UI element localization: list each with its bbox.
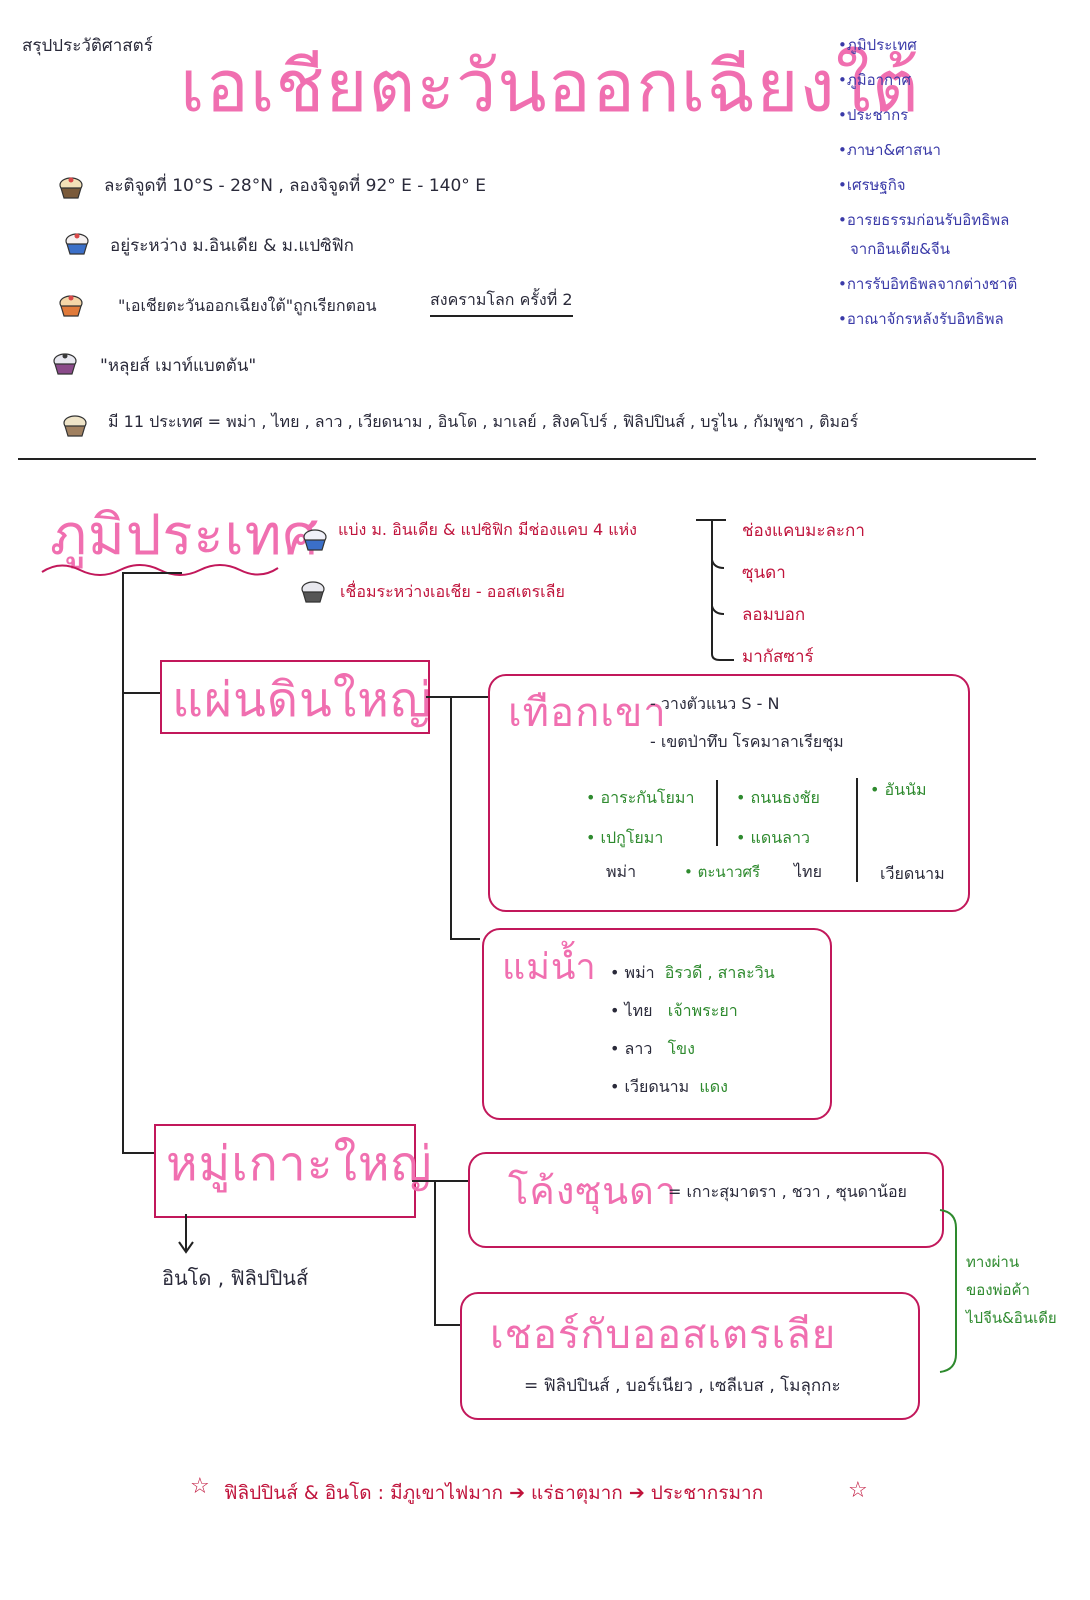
cupcake-icon xyxy=(65,233,89,255)
connector xyxy=(434,1180,436,1326)
footer-summary: ฟิลิปปินส์ & อินโด : มีภูเขาไฟมาก ➔ แร่ธ… xyxy=(224,1482,764,1504)
connector xyxy=(412,1180,468,1182)
mountain-item: • แดนลาว xyxy=(736,828,810,847)
cupcake-icon xyxy=(301,581,325,603)
cupcake-icon xyxy=(63,415,87,437)
mountains-group-burma: • อาระกันโยมา • เปกูโยมา xyxy=(586,778,694,858)
mountains-group-viet: • อันนัม xyxy=(870,778,927,803)
topics-list: •ภูมิประเทศ •ภูมิอากาศ •ประชากร •ภาษา&ศา… xyxy=(838,28,1078,337)
islands-box xyxy=(154,1124,416,1218)
mountain-item: • ถนนธงชัย xyxy=(736,788,820,807)
topic-item: •ภูมิอากาศ xyxy=(838,71,912,89)
side-note-line: ไปจีน&อินเดีย xyxy=(966,1309,1057,1327)
sunda-title: โค้งซุนดา xyxy=(508,1169,678,1213)
fact-between-oceans: อยู่ระหว่าง ม.อินเดีย & ม.แปซิฟิก xyxy=(110,236,354,256)
mountains-label-burma: พม่า xyxy=(606,862,637,881)
fact-countries: มี 11 ประเทศ = พม่า , ไทย , ลาว , เวียดน… xyxy=(108,412,859,431)
rivers-title: แม่น้ำ xyxy=(502,947,597,988)
mountains-line2: - เขตป่าทึบ โรคมาลาเรียชุม xyxy=(650,732,844,751)
topic-item: •ประชากร xyxy=(838,106,909,124)
river-name: อิรวดี , สาละวิน xyxy=(664,963,775,982)
fact-named-during: "เอเชียตะวันออกเฉียงใต้"ถูกเรียกตอน xyxy=(118,296,377,315)
mountains-label-thai: ไทย xyxy=(794,862,822,881)
wavy-underline xyxy=(41,564,279,576)
mainland-title: แผ่นดินใหญ่ xyxy=(172,672,432,728)
side-note: ทางผ่าน ของพ่อค้า ไปจีน&อินเดีย xyxy=(966,1248,1057,1332)
rivers-list: • พม่า อิรวดี , สาละวิน • ไทย เจ้าพระยา … xyxy=(610,954,775,1106)
connector xyxy=(122,692,160,694)
river-row: • ลาว โขง xyxy=(610,1030,775,1068)
topic-item: •ภูมิประเทศ xyxy=(838,36,917,54)
mountains-box xyxy=(488,674,970,912)
divider xyxy=(716,780,718,846)
river-name: เจ้าพระยา xyxy=(667,1001,738,1020)
connector xyxy=(434,1324,460,1326)
connector xyxy=(122,1152,154,1154)
cupcake-icon xyxy=(53,353,77,375)
fact-latitude: ละติจูดที่ 10°S - 28°N , ลองจิจูดที่ 92°… xyxy=(104,176,486,196)
islands-title: หมู่เกาะใหญ่ xyxy=(166,1136,433,1192)
strait-item: ลอมบอก xyxy=(742,605,806,625)
river-country: • ลาว xyxy=(610,1039,653,1058)
topic-item: •ภาษา&ศาสนา xyxy=(838,141,941,159)
sunda-box xyxy=(468,1152,944,1248)
mountains-title: เทือกเขา xyxy=(508,690,667,736)
strait-item: ซุนดา xyxy=(742,563,786,583)
mountains-label-viet: เวียดนาม xyxy=(880,864,945,883)
topic-item: •อาณาจักรหลังรับอิทธิพล xyxy=(838,310,1004,328)
subject-label: สรุปประวัติศาสตร์ xyxy=(22,36,153,56)
islands-arrow-note: อินโด , ฟิลิปปินส์ xyxy=(162,1266,309,1290)
mountains-label-mid: • ตะนาวศรี xyxy=(684,863,761,881)
cupcake-icon xyxy=(303,529,327,551)
river-country: • พม่า xyxy=(610,963,655,982)
australia-text: = ฟิลิปปินส์ , บอร์เนียว , เซลีเบส , โมล… xyxy=(524,1376,841,1396)
australia-title: เชอร์กับออสเตรเลีย xyxy=(490,1312,837,1358)
mountains-line1: - วางตัวแนว S - N xyxy=(650,694,780,713)
star-icon: ☆ xyxy=(190,1474,210,1499)
cupcake-icon xyxy=(59,295,83,317)
australia-box xyxy=(460,1292,920,1420)
topic-item: •การรับอิทธิพลจากต่างชาติ xyxy=(838,275,1018,293)
mountain-item: • อาระกันโยมา xyxy=(586,788,695,807)
river-name: โขง xyxy=(667,1039,695,1058)
strait-item: ช่องแคบมะละกา xyxy=(742,521,865,541)
strait-bracket xyxy=(696,519,734,661)
connector xyxy=(426,696,488,698)
side-note-line: ทางผ่าน xyxy=(966,1253,1020,1271)
side-note-line: ของพ่อค้า xyxy=(966,1281,1030,1299)
river-country: • ไทย xyxy=(610,1001,653,1020)
river-row: • เวียดนาม แดง xyxy=(610,1068,775,1106)
geography-note-straits: แบ่ง ม. อินเดีย & แปซิฟิก มีช่องแคบ 4 แห… xyxy=(338,520,637,539)
topic-item: •เศรษฐกิจ xyxy=(838,176,906,194)
connector xyxy=(450,938,480,940)
connector xyxy=(122,572,124,1154)
geography-title: ภูมิประเทศ xyxy=(50,503,320,568)
fact-person: "หลุยส์ เมาท์แบตตัน" xyxy=(100,356,257,376)
fact-ww2: สงครามโลก ครั้งที่ 2 xyxy=(430,288,573,317)
cupcake-icon xyxy=(59,177,83,199)
divider xyxy=(856,778,858,882)
strait-list: ช่องแคบมะละกา ซุนดา ลอมบอก มากัสซาร์ xyxy=(742,510,865,678)
divider xyxy=(18,458,1036,460)
strait-item: มากัสซาร์ xyxy=(742,647,814,667)
green-bracket xyxy=(939,1209,957,1373)
topic-item: •อารยธรรมก่อนรับอิทธิพล xyxy=(838,211,1010,229)
mountain-item: • อันนัม xyxy=(870,780,927,799)
sunda-text: = เกาะสุมาตรา , ชวา , ซุนดาน้อย xyxy=(668,1182,907,1201)
mountain-item: • เปกูโยมา xyxy=(586,828,664,847)
star-icon: ☆ xyxy=(848,1478,868,1503)
topic-item: จากอินเดีย&จีน xyxy=(850,240,950,258)
river-row: • ไทย เจ้าพระยา xyxy=(610,992,775,1030)
river-country: • เวียดนาม xyxy=(610,1077,690,1096)
rivers-box xyxy=(482,928,832,1120)
page-title: เอเชียตะวันออกเฉียงใต้ xyxy=(180,44,920,128)
river-name: แดง xyxy=(699,1077,728,1096)
mountains-group-thai: • ถนนธงชัย • แดนลาว xyxy=(736,778,820,858)
connector xyxy=(122,572,182,574)
connector xyxy=(450,696,452,940)
geography-note-connect: เชื่อมระหว่างเอเชีย - ออสเตรเลีย xyxy=(340,582,565,601)
river-row: • พม่า อิรวดี , สาละวิน xyxy=(610,954,775,992)
arrow-down-icon xyxy=(178,1214,194,1254)
